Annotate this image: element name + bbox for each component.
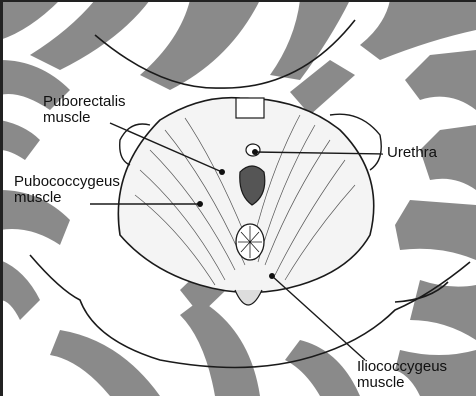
iliococcygeus-muscle-label: Iliococcygeus muscle (357, 359, 447, 391)
iliococcygeus-label-line1: Iliococcygeus (357, 359, 447, 375)
puborectalis-label-line1: Puborectalis (43, 94, 126, 110)
muscle-sheet (118, 98, 381, 305)
pubococcygeus-muscle-label: Pubococcygeus muscle (14, 174, 120, 206)
puborectalis-label-line2: muscle (43, 110, 126, 126)
urethra-label: Urethra (387, 145, 437, 161)
pubococcygeus-label-line2: muscle (14, 190, 120, 206)
puborectalis-muscle-label: Puborectalis muscle (43, 94, 126, 126)
iliococcygeus-label-line2: muscle (357, 375, 447, 391)
pubococcygeus-label-line1: Pubococcygeus (14, 174, 120, 190)
